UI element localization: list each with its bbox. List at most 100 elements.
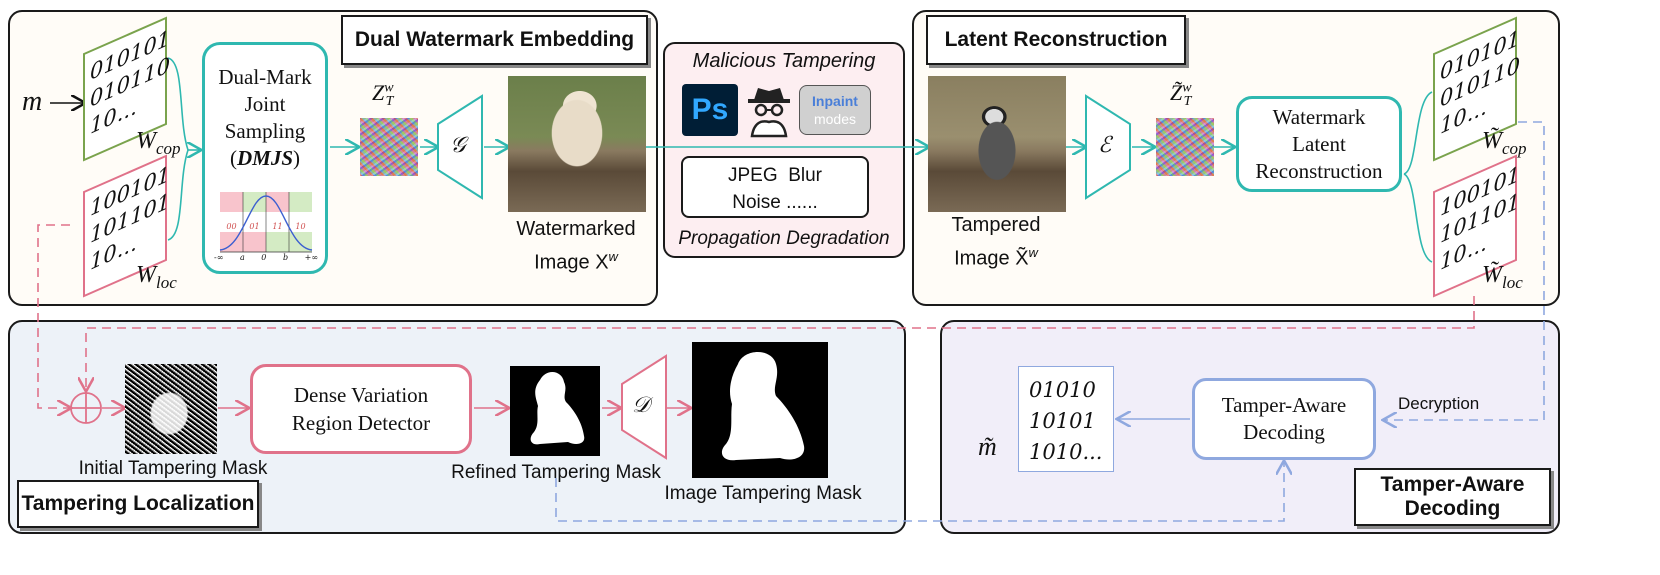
inpaint-line2: modes: [813, 111, 857, 127]
refined-mask-shape: [530, 371, 585, 445]
wloc-label: Wloc: [136, 262, 177, 293]
dmjs-abbrev: (DMJS): [229, 146, 301, 170]
initial-mask-caption: Initial Tampering Mask: [78, 458, 268, 479]
dvrd-box: Dense Variation Region Detector: [250, 364, 472, 454]
initial-mask-image: [125, 364, 217, 454]
reconstruction-title: Latent Reconstruction: [926, 15, 1186, 65]
tad-line2: Decoding: [1243, 420, 1325, 444]
wloc-to-xor-line: [37, 224, 70, 408]
dmjs-gaussian-chart: [219, 192, 313, 253]
wlr-line: Latent: [1292, 131, 1346, 156]
embedding-title: Dual Watermark Embedding: [341, 15, 648, 65]
wcop-label: Wcop: [136, 128, 181, 159]
watermarked-caption-line2: Image Xw: [490, 243, 662, 277]
wloc-tilde-card: [1433, 154, 1517, 298]
tick-label: +∞: [304, 253, 318, 262]
dmjs-line: Joint: [244, 92, 286, 116]
refined-to-tad-line: [555, 462, 1284, 522]
wcop-tilde-label: W̃cop: [1482, 128, 1527, 159]
region-label: 11: [272, 222, 283, 231]
wloc-tilde-to-xor-line: [86, 296, 1475, 390]
message-m: m: [22, 86, 43, 117]
recon-brace: [1403, 91, 1433, 263]
decoded-bits-box: 01010 10101 1010...: [1018, 366, 1114, 472]
watermarked-image: [508, 76, 646, 212]
tampered-caption: Tampered Image X̃w: [910, 212, 1082, 273]
refined-mask-caption: Refined Tampering Mask: [451, 462, 661, 483]
photoshop-icon: Ps: [682, 84, 738, 136]
latent-noise-zt: [360, 118, 418, 176]
degradation-box: JPEG Blur Noise ......: [681, 156, 869, 218]
wcop-sub: cop: [156, 138, 181, 158]
decoded-bit-row: 10101: [1029, 409, 1096, 433]
decoding-title-line1: Tamper-Aware: [1380, 473, 1525, 496]
wcop-tilde-symbol: W̃: [1482, 128, 1502, 154]
zt-label: ZwT: [372, 80, 394, 110]
wloc-tilde-sub: loc: [1502, 272, 1523, 292]
tampered-caption-line2: Image X̃w: [910, 239, 1082, 273]
zt-tilde-sup: w: [1182, 80, 1192, 96]
g-decoder-shape: [437, 94, 483, 200]
tick-label: a: [239, 253, 245, 262]
m-tilde-label: m̃: [978, 432, 997, 461]
degradation-line1: JPEG Blur: [683, 162, 867, 189]
wcop-card: [83, 16, 167, 162]
e-label: ℰ: [1098, 132, 1112, 157]
d-decoder-shape: [621, 354, 667, 460]
spy-icon: [748, 88, 790, 138]
dvrd-line1: Dense Variation: [293, 383, 429, 407]
wcop-symbol: W: [136, 128, 156, 154]
latent-noise-zt-tilde: [1156, 118, 1214, 176]
zt-tilde-sub: T: [1183, 94, 1192, 110]
image-mask: [692, 342, 828, 478]
blur-label: Blur: [788, 165, 822, 186]
zt-tilde-symbol: Z̃: [1170, 80, 1183, 105]
watermarked-caption-text: Image X: [534, 251, 609, 274]
g-label: 𝒢: [450, 132, 466, 157]
tampered-sup: w: [1028, 245, 1038, 260]
inpaint-badge: Inpaint modes: [799, 85, 871, 135]
localization-title: Tampering Localization: [17, 480, 259, 528]
zt-sup: w: [384, 80, 394, 96]
tampered-caption-text: Image X̃: [954, 247, 1029, 270]
image-mask-shape: [721, 352, 805, 461]
region-label: 10: [295, 222, 306, 231]
photoshop-icon-text: Ps: [691, 93, 729, 126]
dmjs-text: Dual-Mark Joint Sampling (DMJS): [202, 64, 328, 172]
wlr-line: Watermark: [1272, 104, 1366, 129]
xor-icon: [70, 392, 102, 424]
dmjs-region-labels: 00 01 11 10: [220, 222, 312, 231]
watermarked-caption: Watermarked Image Xw: [490, 216, 662, 277]
image-mask-caption: Image Tampering Mask: [664, 483, 862, 504]
decoding-title: Tamper-Aware Decoding: [1354, 468, 1551, 526]
zt-sub: T: [385, 94, 394, 110]
region-label: 01: [249, 222, 260, 231]
decoded-bit-row: 1010...: [1029, 440, 1103, 464]
dmjs-abbrev-text: DMJS: [236, 146, 294, 170]
tick-label: b: [282, 253, 289, 262]
dmjs-ticks: -∞ a 0 b +∞: [214, 253, 318, 262]
zt-tilde-label: Z̃wT: [1170, 80, 1192, 110]
inpaint-line1: Inpaint: [812, 93, 858, 109]
noise-label: Noise ......: [732, 192, 818, 213]
wloc-tilde-symbol: W̃: [1482, 262, 1502, 288]
wloc-tilde-label: W̃loc: [1482, 262, 1523, 293]
dmjs-line: Sampling: [224, 119, 306, 143]
tampering-panel: [663, 42, 905, 258]
jpeg-label: JPEG: [728, 165, 778, 186]
tampered-caption-line1: Tampered: [951, 214, 1041, 236]
dvrd-line2: Region Detector: [291, 411, 431, 435]
wcop-tilde-card: [1433, 16, 1517, 162]
dmjs-line: Dual-Mark: [218, 65, 312, 89]
watermarked-sup: w: [608, 249, 618, 264]
tick-label: -∞: [214, 253, 224, 262]
decryption-label: Decryption: [1398, 394, 1480, 413]
malicious-title: Malicious Tampering: [692, 50, 876, 72]
tad-line1: Tamper-Aware: [1221, 393, 1347, 417]
tad-box: Tamper-Aware Decoding: [1192, 378, 1376, 460]
watermarked-caption-line1: Watermarked: [516, 218, 636, 240]
wlr-box: Watermark Latent Reconstruction: [1236, 96, 1402, 192]
tampered-image: [928, 76, 1066, 212]
propagation-title: Propagation Degradation: [678, 228, 890, 249]
